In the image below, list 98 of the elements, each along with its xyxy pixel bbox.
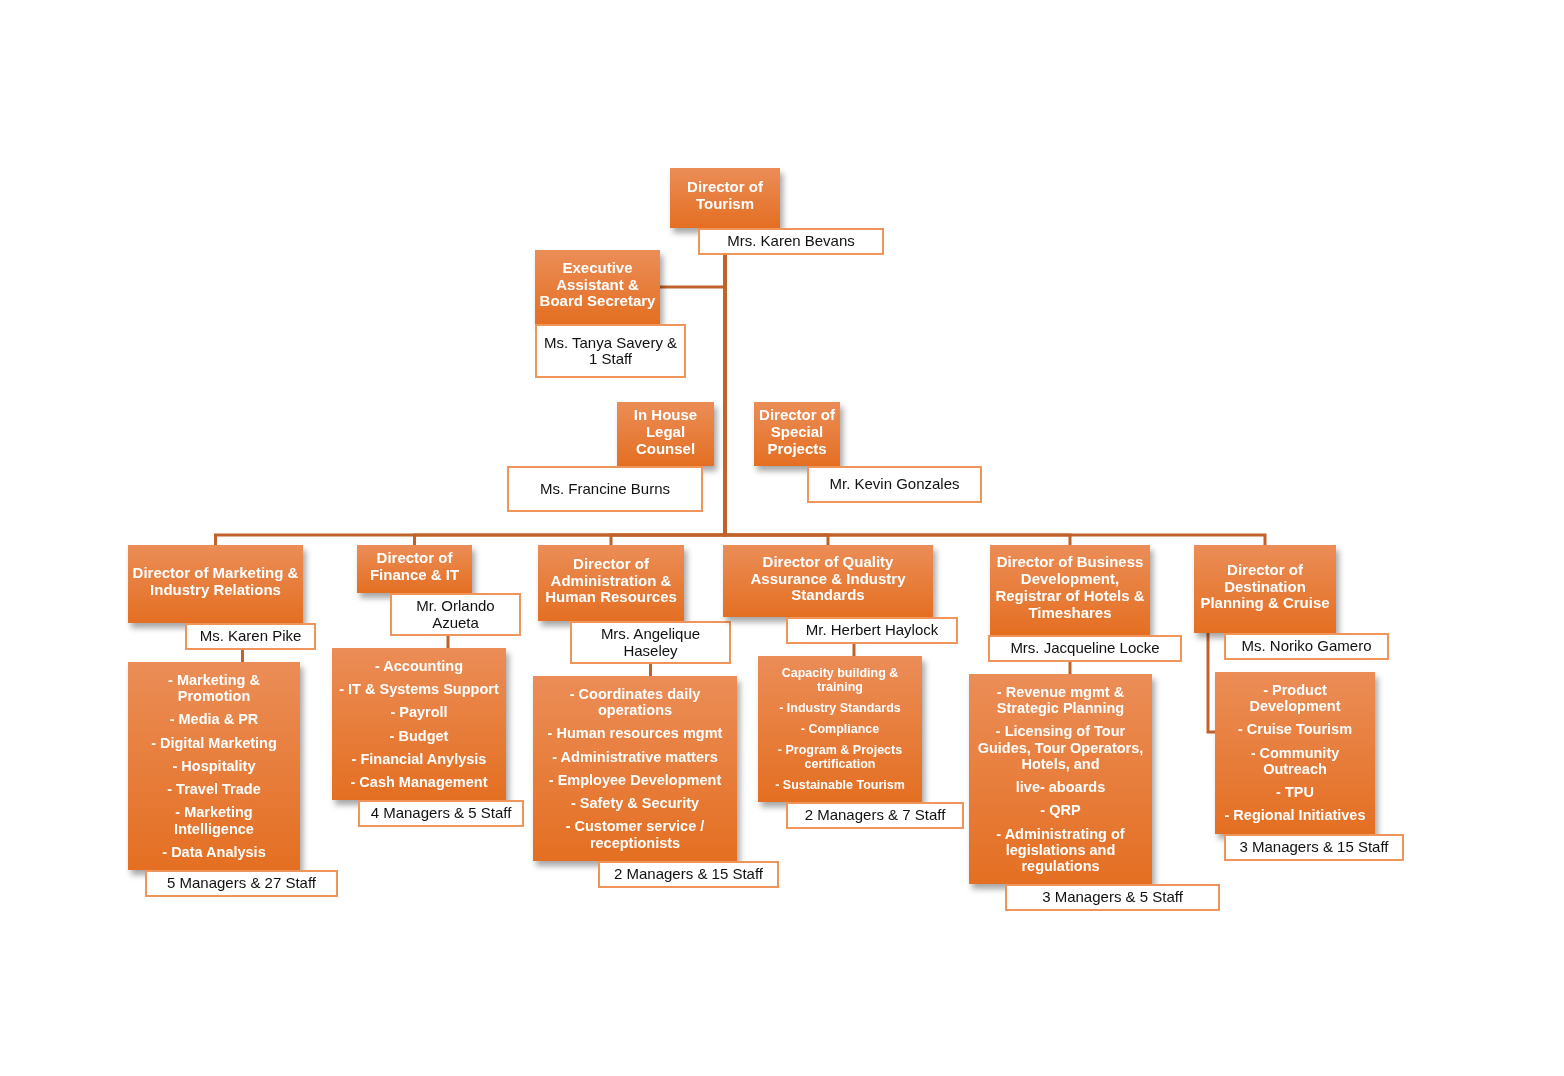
duties-box bbox=[758, 656, 922, 802]
connector-line bbox=[852, 644, 856, 656]
person-name: Mr. Herbert Haylock bbox=[804, 622, 940, 639]
role-title: Director of Business Development, Registrar of Hotels & Timeshares bbox=[994, 554, 1146, 622]
duty-item: - Budget bbox=[388, 727, 450, 744]
staff-box bbox=[598, 861, 779, 888]
person-name: Mrs. Jacqueline Locke bbox=[1009, 640, 1161, 657]
role-box bbox=[128, 545, 303, 623]
connector-line bbox=[1068, 662, 1072, 674]
name-box bbox=[390, 593, 521, 636]
role-box bbox=[990, 545, 1150, 635]
duty-item: - Safety & Security bbox=[569, 795, 701, 812]
name-box bbox=[507, 466, 703, 512]
duties-box bbox=[969, 674, 1152, 885]
duty-item: - Media & PR bbox=[168, 711, 260, 728]
duty-item: - QRP bbox=[1039, 802, 1082, 819]
duties-box bbox=[533, 676, 737, 861]
staff-box bbox=[786, 802, 964, 829]
duty-item: - Digital Marketing bbox=[150, 734, 278, 751]
staff-count: 3 Managers & 15 Staff bbox=[1238, 839, 1390, 856]
duty-item: - Financial Anylysis bbox=[350, 750, 488, 768]
person-name: Ms. Karen Pike bbox=[198, 628, 303, 645]
duty-item: Capacity building & training bbox=[780, 666, 900, 694]
person-name: Ms. Tanya Savery & 1 Staff bbox=[542, 334, 679, 368]
duty-item: - Marketing & Promotion bbox=[167, 672, 261, 705]
duty-item: - Sustainable Tourism bbox=[774, 778, 906, 792]
name-box bbox=[570, 621, 731, 664]
duty-item: - Revenue mgmt & Strategic Planning bbox=[995, 684, 1126, 717]
duty-item: - Accounting bbox=[373, 658, 465, 675]
connector-line bbox=[241, 650, 244, 662]
staff-box bbox=[1224, 834, 1404, 861]
duty-item: - Employee Development bbox=[547, 771, 723, 789]
role-box bbox=[617, 402, 714, 467]
duty-item: - Licensing of Tour Guides, Tour Operators, Hotels, and bbox=[976, 723, 1145, 773]
connector-line bbox=[649, 664, 652, 676]
role-title: Director of Marketing & Industry Relations bbox=[132, 565, 299, 599]
name-box bbox=[786, 617, 958, 644]
role-box bbox=[723, 545, 933, 617]
duty-item: - IT & Systems Support bbox=[338, 681, 500, 698]
duty-item: - Industry Standards bbox=[778, 701, 902, 715]
role-box bbox=[754, 402, 840, 467]
role-title: Director of Administration & Human Resources bbox=[544, 555, 678, 607]
role-box bbox=[1194, 545, 1336, 633]
duty-item: - Product Development bbox=[1248, 682, 1342, 715]
duty-item: - Human resources mgmt bbox=[546, 725, 724, 742]
duty-item: - Payroll bbox=[389, 704, 449, 721]
person-name: Mr. Kevin Gonzales bbox=[828, 476, 961, 493]
person-name: Ms. Noriko Gamero bbox=[1240, 638, 1373, 655]
role-box bbox=[538, 545, 684, 621]
name-box bbox=[698, 228, 884, 255]
duty-item: - Coordinates daily operations bbox=[568, 686, 702, 719]
staff-count: 4 Managers & 5 Staff bbox=[369, 805, 513, 822]
role-box bbox=[670, 168, 780, 228]
duty-item: - Regional Initiatives bbox=[1223, 807, 1367, 824]
staff-box bbox=[145, 870, 338, 897]
duty-item: - Marketing Intelligence bbox=[173, 804, 255, 837]
duties-box bbox=[1215, 672, 1375, 834]
connector-line bbox=[446, 636, 450, 648]
duty-item: - Cruise Tourism bbox=[1236, 721, 1354, 738]
duty-item: - Program & Projects certification bbox=[776, 743, 904, 771]
duty-item: - Travel Trade bbox=[166, 781, 262, 798]
staff-box bbox=[1005, 884, 1220, 911]
name-box bbox=[185, 623, 316, 650]
duty-item: - Administrative matters bbox=[551, 748, 719, 765]
staff-count: 2 Managers & 15 Staff bbox=[613, 866, 764, 883]
staff-count: 3 Managers & 5 Staff bbox=[1041, 889, 1184, 906]
duty-item: - Customer service / receptionists bbox=[564, 818, 706, 851]
role-title: Director of Destination Planning & Cruise bbox=[1199, 561, 1331, 613]
role-title: Director of Tourism bbox=[686, 179, 764, 213]
role-box bbox=[535, 250, 660, 324]
role-title: In House Legal Counsel bbox=[632, 407, 699, 458]
duty-item: - TPU bbox=[1275, 784, 1315, 801]
duties-box bbox=[332, 648, 506, 801]
person-name: Mr. Orlando Azueta bbox=[415, 598, 496, 631]
person-name: Mrs. Karen Bevans bbox=[726, 233, 856, 250]
connector-line bbox=[1206, 633, 1215, 734]
duties-box bbox=[128, 662, 300, 871]
duty-item: - Compliance bbox=[799, 722, 881, 736]
duty-item: - Hospitality bbox=[171, 757, 257, 775]
name-box bbox=[807, 466, 982, 503]
duty-item: - Cash Management bbox=[349, 774, 489, 791]
name-box bbox=[1224, 633, 1389, 660]
role-title: Director of Special Projects bbox=[758, 407, 836, 458]
duty-item: - Data Analysis bbox=[161, 843, 267, 861]
name-box bbox=[535, 324, 686, 378]
staff-count: 2 Managers & 7 Staff bbox=[803, 807, 947, 824]
name-box bbox=[988, 635, 1182, 662]
role-box bbox=[357, 545, 472, 593]
person-name: Ms. Francine Burns bbox=[538, 480, 671, 498]
staff-count: 5 Managers & 27 Staff bbox=[166, 875, 317, 892]
staff-box bbox=[358, 800, 524, 827]
duty-item: - Community Outreach bbox=[1249, 744, 1341, 778]
person-name: Mrs. Angelique Haseley bbox=[599, 626, 702, 659]
duty-item: live- aboards bbox=[1014, 779, 1107, 796]
role-title: Director of Quality Assurance & Industry Standards bbox=[749, 553, 907, 605]
role-title: Executive Assistant & Board Secretary bbox=[539, 259, 656, 311]
duty-item: - Administrating of legislations and regulations bbox=[995, 825, 1126, 875]
role-title: Director of Finance & IT bbox=[368, 550, 461, 584]
